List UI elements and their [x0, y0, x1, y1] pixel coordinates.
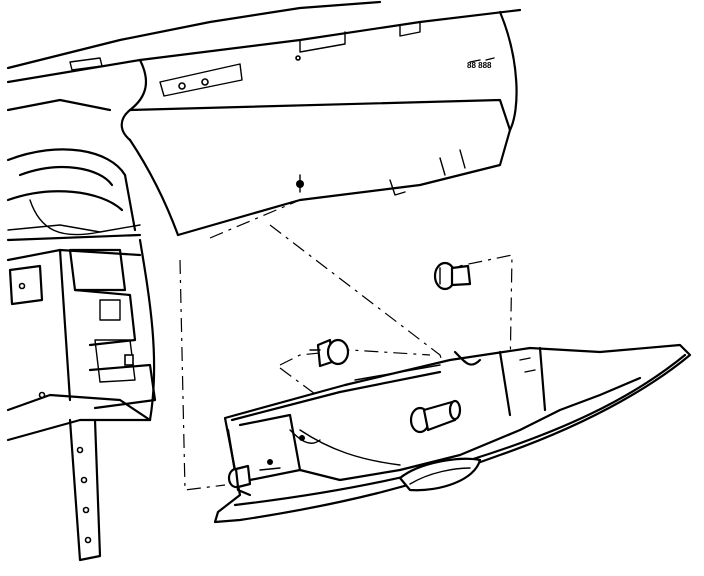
upper-fastener: [433, 261, 472, 291]
lower-fastener: [309, 338, 350, 368]
glove-box-latch: [398, 457, 482, 492]
left-support-bracket: [6, 238, 157, 562]
bumper-stop: [409, 399, 462, 434]
svg-text:88 888: 88 888: [467, 61, 492, 70]
glove-box-door: [213, 343, 692, 524]
instrument-panel-upper: 88 888: [6, 0, 522, 237]
door-pivot: [227, 464, 252, 489]
instrument-cluster-opening: [6, 98, 142, 242]
